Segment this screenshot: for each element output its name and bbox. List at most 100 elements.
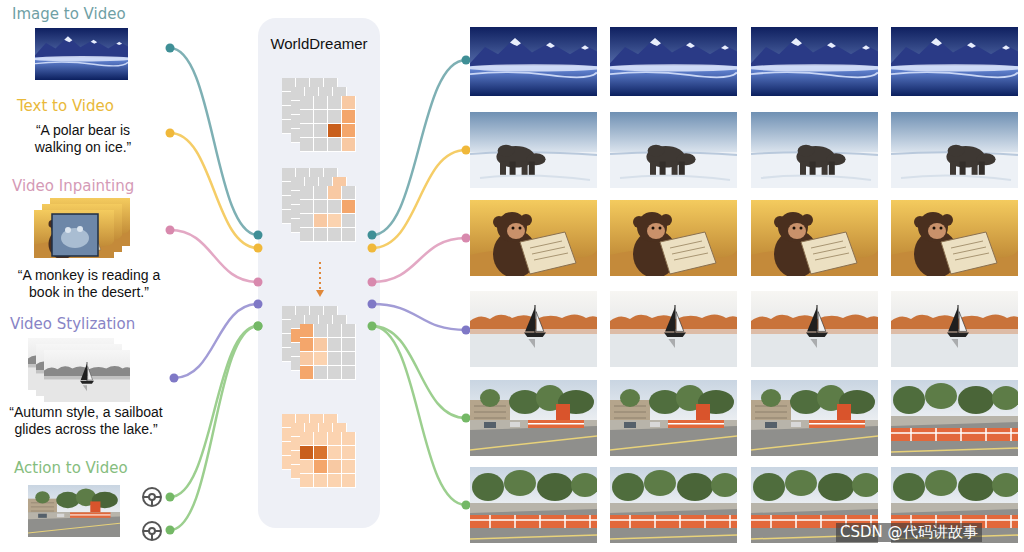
prompt-text: “A polar bear is walking on ice.” bbox=[18, 122, 148, 156]
output-frames bbox=[496, 145, 545, 175]
output-curve bbox=[372, 60, 466, 505]
output-frames bbox=[470, 112, 597, 188]
connector-group bbox=[166, 129, 263, 253]
token-stack bbox=[328, 214, 341, 227]
steering-icon bbox=[143, 522, 161, 540]
prompt-text: “Autumn style, a sailboat glides across … bbox=[2, 404, 170, 438]
connector bbox=[170, 48, 258, 235]
output-dot bbox=[368, 278, 377, 287]
output-curve bbox=[372, 326, 466, 505]
steering-icon bbox=[143, 497, 161, 506]
task-group: Video Stylization“Autumn style, a sailbo… bbox=[2, 314, 174, 442]
connector-group bbox=[166, 322, 263, 535]
connector bbox=[174, 304, 258, 378]
token-stack bbox=[328, 186, 341, 199]
output-frames bbox=[470, 291, 1018, 367]
token-stack bbox=[300, 324, 356, 380]
step-arrow bbox=[316, 262, 324, 297]
input-image bbox=[31, 28, 134, 80]
token-stack bbox=[300, 96, 356, 152]
connector-dot bbox=[166, 226, 175, 235]
output-dot bbox=[462, 146, 471, 155]
output-frames bbox=[891, 380, 1020, 456]
steering-icon bbox=[143, 488, 161, 506]
output-frames bbox=[751, 112, 878, 188]
token-stack bbox=[342, 124, 355, 137]
steering-icon bbox=[143, 488, 161, 506]
output-dot bbox=[368, 300, 377, 309]
token-stack bbox=[282, 306, 356, 380]
output-curve bbox=[372, 150, 466, 248]
connector-dot bbox=[254, 300, 263, 309]
connector bbox=[170, 326, 258, 497]
output-dot bbox=[368, 322, 377, 331]
task-title: Video Inpainting bbox=[12, 176, 134, 196]
token-stack bbox=[300, 432, 356, 488]
connector-dot bbox=[254, 322, 263, 331]
output-frames bbox=[610, 200, 737, 278]
output-dot bbox=[368, 244, 377, 253]
connector-dot bbox=[254, 231, 263, 240]
prompt-text: “A monkey is reading a book in the deser… bbox=[12, 267, 166, 301]
connector-dot bbox=[166, 129, 175, 138]
connector-dot bbox=[166, 493, 175, 502]
inpainting-frames bbox=[65, 227, 71, 233]
output-frames bbox=[524, 305, 546, 348]
steering-icon bbox=[143, 531, 161, 540]
output-frames bbox=[610, 112, 737, 188]
task-title: Text to Video bbox=[17, 96, 114, 116]
token-stack bbox=[342, 96, 355, 109]
output-curve bbox=[372, 60, 466, 235]
token-stack bbox=[300, 352, 313, 365]
token-stack bbox=[300, 446, 313, 459]
stylization-frames bbox=[28, 338, 130, 402]
step-arrow bbox=[316, 290, 324, 297]
output-dot bbox=[368, 231, 377, 240]
output-frames bbox=[470, 200, 597, 278]
token-stack bbox=[300, 366, 313, 379]
output-frames bbox=[470, 200, 1018, 278]
output-frames bbox=[745, 27, 885, 96]
connector-dot bbox=[254, 322, 263, 331]
token-stack bbox=[300, 324, 313, 337]
connector-dot bbox=[254, 278, 263, 287]
token-stack bbox=[300, 324, 356, 380]
connector-group bbox=[166, 322, 263, 502]
output-dot bbox=[462, 56, 471, 65]
token-stack bbox=[314, 338, 327, 351]
output-frames bbox=[751, 380, 878, 456]
output-frames bbox=[885, 27, 1024, 96]
output-curve bbox=[372, 238, 466, 282]
token-stack bbox=[342, 138, 355, 151]
connector-group bbox=[170, 300, 263, 383]
token-stack bbox=[300, 324, 356, 380]
token-stack bbox=[328, 124, 341, 137]
output-frames bbox=[947, 305, 969, 348]
token-stack bbox=[300, 186, 356, 242]
stylization-frames bbox=[80, 362, 94, 391]
output-frames bbox=[470, 380, 597, 456]
task-title: Image to Video bbox=[12, 4, 126, 24]
token-stack bbox=[300, 338, 313, 351]
token-stack bbox=[300, 432, 356, 488]
inpainting-frames bbox=[34, 198, 130, 259]
inpainting-frames bbox=[52, 214, 98, 256]
task-group: Image to Video bbox=[8, 4, 170, 86]
token-stack bbox=[314, 446, 327, 459]
task-group: Text to Video “A polar bear is walking on… bbox=[8, 96, 170, 166]
task-group: Action to Video bbox=[8, 458, 170, 546]
output-dot bbox=[462, 501, 471, 510]
stylization-frames bbox=[44, 350, 130, 402]
output-frames bbox=[464, 27, 604, 96]
token-stack bbox=[328, 460, 341, 473]
token-stack bbox=[314, 352, 327, 365]
token-stack bbox=[300, 186, 356, 242]
output-frames bbox=[796, 145, 845, 175]
token-stack bbox=[300, 432, 356, 488]
steering-icon bbox=[149, 494, 155, 500]
output-frames bbox=[891, 112, 1018, 188]
output-frames bbox=[664, 305, 686, 348]
output-frames bbox=[751, 200, 878, 278]
token-stack bbox=[300, 96, 356, 152]
